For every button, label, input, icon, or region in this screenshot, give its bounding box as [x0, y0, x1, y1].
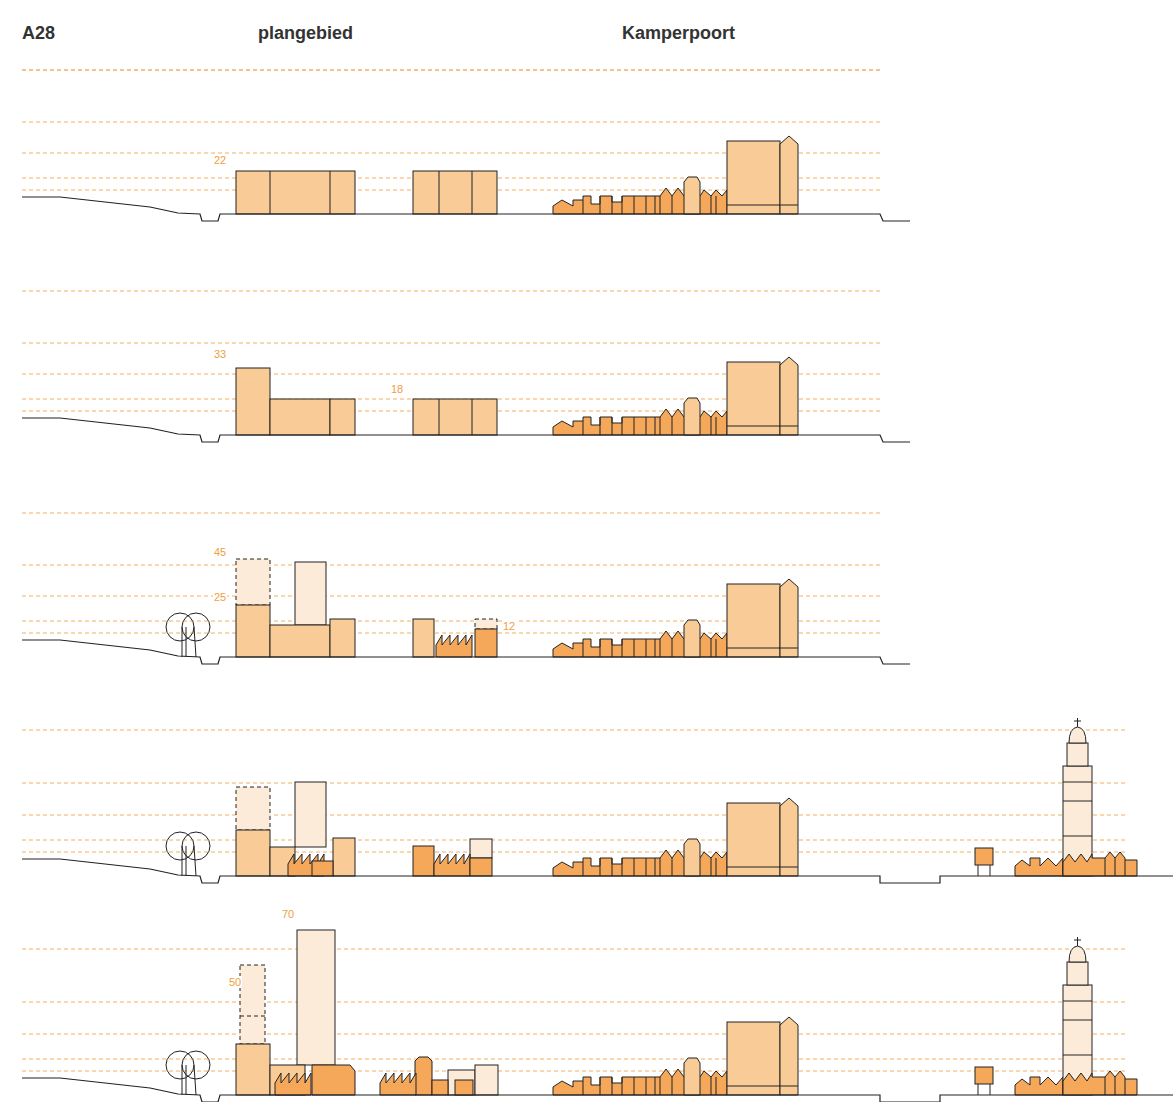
height-number: 12	[502, 620, 516, 632]
column-heading: plangebied	[258, 24, 353, 44]
section-row	[22, 930, 1173, 1102]
height-number: 70	[281, 908, 295, 920]
height-number: 25	[213, 591, 227, 603]
section-row	[22, 70, 910, 221]
section-row	[22, 718, 1173, 883]
column-heading: A28	[22, 24, 55, 44]
height-number: 18	[390, 383, 404, 395]
section-row	[22, 291, 910, 442]
height-number: 33	[213, 348, 227, 360]
height-number: 45	[213, 546, 227, 558]
height-number: 22	[213, 154, 227, 166]
height-number: 50	[228, 976, 242, 988]
column-heading: Kamperpoort	[622, 24, 735, 44]
section-row	[22, 513, 910, 664]
